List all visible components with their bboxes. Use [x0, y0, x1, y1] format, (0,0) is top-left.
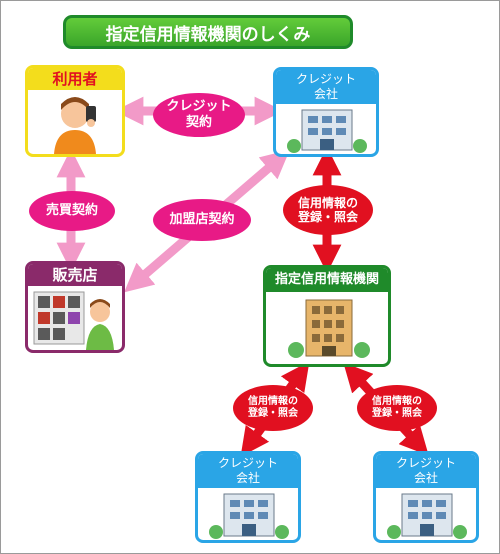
credit-contract-label: クレジット 契約 [153, 93, 245, 137]
company-box-bottom-left: クレジット 会社 [195, 451, 301, 543]
company-br-label: クレジット 会社 [376, 454, 476, 488]
credit-contract-line1: クレジット [166, 99, 232, 115]
info-exchange-label-top: 信用情報の 登録・照会 [283, 185, 373, 235]
info-right-line1: 信用情報の [372, 396, 422, 407]
company-top-label-line2: 会社 [313, 87, 338, 101]
info-left-line1: 信用情報の [248, 396, 298, 407]
user-label: 利用者 [28, 68, 122, 90]
user-box: 利用者 [25, 65, 125, 157]
registry-box: 指定信用情報機関 [263, 265, 391, 367]
credit-contract-line2: 契約 [185, 115, 212, 130]
merchant-contract-text: 加盟店契約 [169, 212, 235, 228]
info-left-line2: 登録・照会 [248, 408, 298, 419]
info-right-line2: 登録・照会 [372, 408, 422, 419]
page-title: 指定信用情報機関のしくみ [63, 15, 353, 49]
person-with-phone-icon [54, 97, 96, 154]
shop-label: 販売店 [28, 264, 122, 286]
company-top-label-line1: クレジット [295, 72, 356, 86]
merchant-contract-label: 加盟店契約 [153, 199, 251, 241]
info-exchange-label-right: 信用情報の 登録・照会 [357, 385, 437, 431]
office-building-icon [287, 109, 367, 153]
office-building-icon [209, 493, 289, 539]
company-top-label: クレジット 会社 [276, 70, 376, 104]
company-bl-label: クレジット 会社 [198, 454, 298, 488]
info-exchange-label-left: 信用情報の 登録・照会 [233, 385, 313, 431]
shop-clerk-icon [33, 291, 114, 350]
registry-building-icon [288, 299, 370, 358]
company-bl-label-line2: 会社 [235, 471, 260, 485]
office-building-icon [387, 493, 467, 539]
company-br-label-line1: クレジット [395, 456, 456, 470]
info-top-line2: 登録・照会 [297, 210, 358, 224]
company-bl-label-line1: クレジット [217, 456, 278, 470]
sales-contract-label: 売買契約 [29, 191, 115, 231]
info-top-line1: 信用情報の [297, 195, 358, 210]
sales-contract-text: 売買契約 [45, 203, 98, 219]
company-br-label-line2: 会社 [413, 471, 438, 485]
company-box-bottom-right: クレジット 会社 [373, 451, 479, 543]
company-box-top: クレジット 会社 [273, 67, 379, 157]
registry-label: 指定信用情報機関 [266, 268, 388, 292]
shop-box: 販売店 [25, 261, 125, 353]
